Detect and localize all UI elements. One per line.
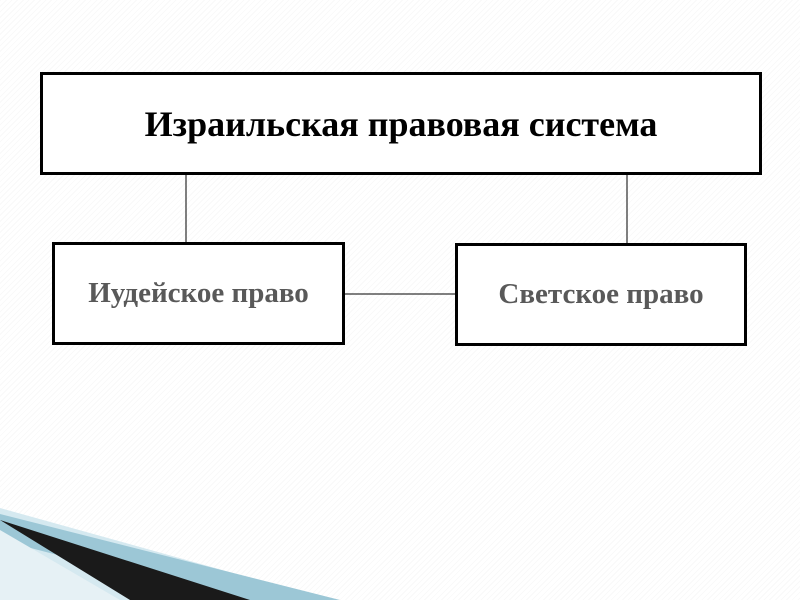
left-node-box: Иудейское право [52, 242, 345, 345]
root-node-label: Израильская правовая система [144, 103, 658, 144]
right-node-label: Светское право [498, 278, 704, 310]
root-node-box: Израильская правовая система [40, 72, 762, 175]
right-node-box: Светское право [455, 243, 747, 346]
left-node-label: Иудейское право [88, 277, 309, 310]
